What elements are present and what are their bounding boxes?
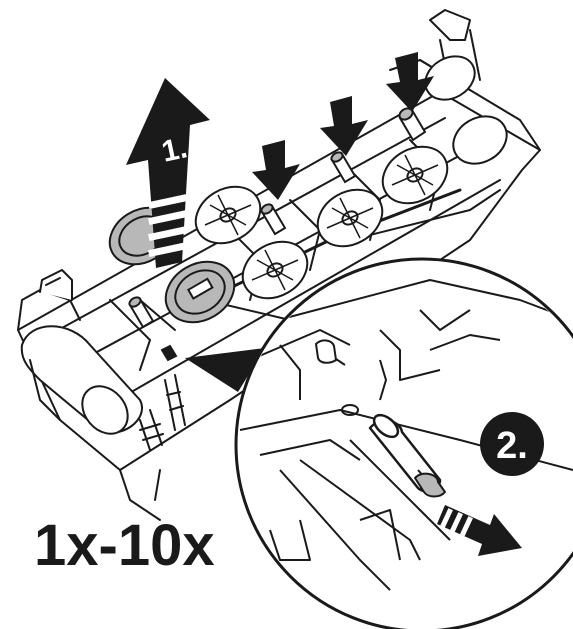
arrow-down-icon bbox=[386, 52, 434, 112]
detail-magnifier: 2. bbox=[234, 257, 573, 629]
step-2-label: 2. bbox=[496, 425, 528, 467]
press-arrows bbox=[252, 52, 434, 200]
lift-arrow: 1. bbox=[126, 78, 210, 268]
arrow-up-icon bbox=[126, 78, 210, 268]
arrow-down-icon bbox=[252, 140, 300, 200]
pull-arrow bbox=[437, 505, 522, 556]
arrow-down-icon bbox=[320, 96, 368, 156]
pins bbox=[128, 107, 427, 362]
step-2-badge bbox=[480, 412, 544, 476]
pointer-triangle-icon bbox=[185, 348, 265, 392]
quantity-label: 1x-10x bbox=[34, 513, 215, 578]
